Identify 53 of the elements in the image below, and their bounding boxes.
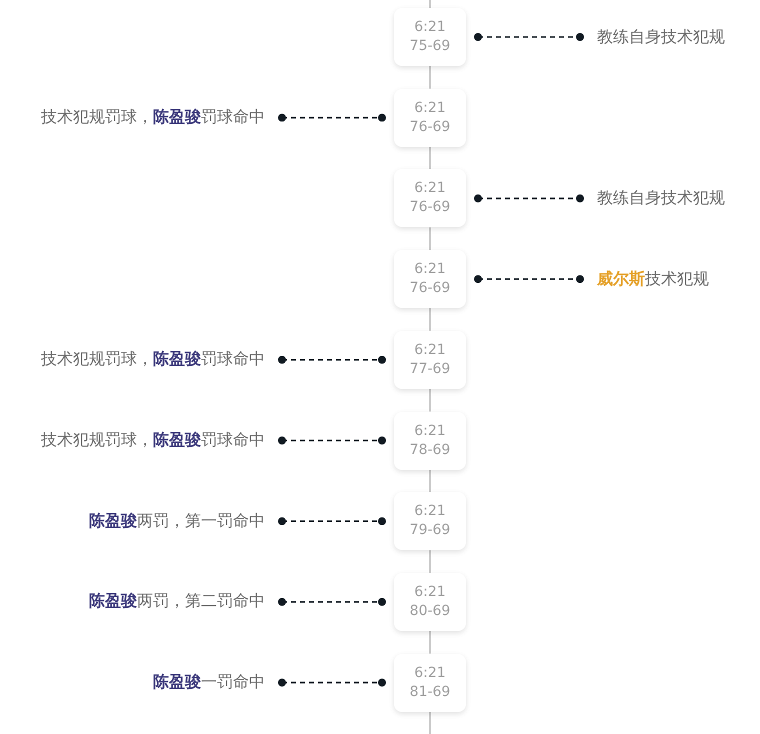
timeline-segment bbox=[429, 550, 431, 573]
dotted-connector bbox=[278, 114, 386, 122]
score: 76-69 bbox=[410, 279, 450, 298]
time-score-card bbox=[394, 572, 466, 631]
dotted-connector bbox=[278, 436, 386, 444]
score: 76-69 bbox=[410, 118, 450, 137]
game-clock: 6:21 bbox=[414, 502, 446, 522]
timeline-segment bbox=[429, 66, 431, 89]
time-score-card bbox=[394, 250, 466, 308]
game-clock: 6:21 bbox=[414, 98, 446, 118]
dotted-connector bbox=[278, 517, 386, 526]
timeline-segment bbox=[429, 308, 431, 331]
event-text: 陈盈骏一罚命中 bbox=[153, 670, 282, 695]
event-text: 教练自身技术犯规 bbox=[580, 25, 725, 49]
timeline-segment bbox=[429, 227, 431, 250]
timeline-segment bbox=[429, 146, 431, 170]
timeline-segment bbox=[429, 388, 431, 412]
game-clock: 6:21 bbox=[414, 422, 446, 440]
dotted-connector bbox=[278, 678, 386, 687]
event-text: 技术犯规罚球，陈盈骏罚球命中 bbox=[41, 106, 282, 130]
game-clock: 6:21 bbox=[414, 582, 446, 602]
score: 81-69 bbox=[410, 682, 450, 702]
game-clock: 6:21 bbox=[414, 664, 446, 683]
time-score-card bbox=[394, 8, 466, 66]
event-text: 威尔斯技术犯规 bbox=[580, 267, 709, 292]
event-text: 教练自身技术犯规 bbox=[580, 186, 725, 210]
score: 78-69 bbox=[410, 440, 450, 460]
score: 75-69 bbox=[410, 37, 450, 56]
event-text: 技术犯规罚球，陈盈骏罚球命中 bbox=[41, 428, 282, 452]
score: 77-69 bbox=[410, 360, 450, 379]
dotted-connector bbox=[278, 598, 386, 606]
event-text: 技术犯规罚球，陈盈骏罚球命中 bbox=[41, 348, 282, 372]
dotted-connector bbox=[474, 194, 584, 202]
time-score-card bbox=[394, 169, 466, 228]
timeline-segment bbox=[429, 470, 431, 492]
time-score-card bbox=[394, 330, 466, 389]
dotted-connector bbox=[278, 356, 386, 364]
dotted-connector bbox=[474, 275, 584, 284]
score: 79-69 bbox=[410, 521, 450, 540]
game-clock: 6:21 bbox=[414, 179, 446, 198]
score: 80-69 bbox=[410, 602, 450, 621]
game-clock: 6:21 bbox=[414, 260, 446, 280]
time-score-card bbox=[394, 88, 466, 147]
score: 76-69 bbox=[410, 198, 450, 218]
timeline-segment bbox=[429, 630, 431, 654]
game-clock: 6:21 bbox=[414, 340, 446, 360]
event-text: 陈盈骏两罚，第二罚命中 bbox=[89, 590, 282, 614]
time-score-card bbox=[394, 492, 466, 550]
event-text: 陈盈骏两罚，第一罚命中 bbox=[89, 509, 282, 534]
dotted-connector bbox=[474, 33, 584, 41]
game-clock: 6:21 bbox=[414, 18, 446, 37]
time-score-card bbox=[394, 412, 466, 470]
time-score-card bbox=[394, 654, 466, 712]
